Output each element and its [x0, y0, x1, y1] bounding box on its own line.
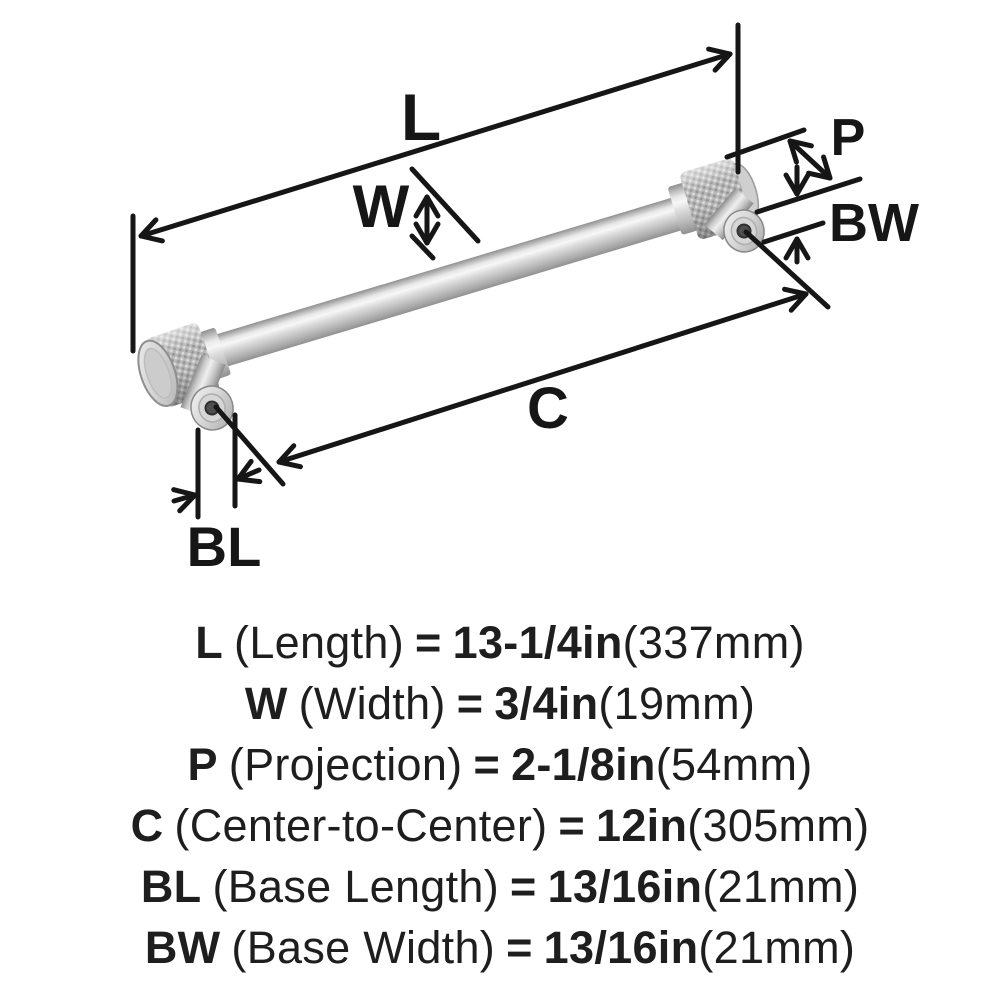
label-center-to-center: C [527, 376, 569, 441]
legend-row-width: W (Width) = 3/4in(19mm) [0, 673, 1000, 734]
legend-metric: (19mm) [598, 677, 756, 729]
legend-equals: = [506, 921, 533, 973]
legend-name: (Projection) [228, 738, 463, 790]
legend-metric: (21mm) [698, 921, 856, 973]
handle-bar [208, 193, 698, 369]
center-extension-right [743, 229, 831, 310]
handle-diagram-svg: L W P C BL BW [130, 22, 919, 578]
legend-value: 12in [596, 799, 688, 851]
dim-center-to-center [213, 229, 831, 487]
dimension-lines [130, 22, 863, 520]
dim-length [130, 22, 741, 354]
legend-metric: (54mm) [655, 738, 813, 790]
legend-metric: (21mm) [702, 860, 860, 912]
center-dimension-arrow [276, 286, 809, 470]
legend-abbr: BL [140, 860, 202, 912]
legend-name: (Center-to-Center) [174, 799, 548, 851]
center-extension-left [213, 404, 286, 487]
legend-value: 13/16in [543, 921, 699, 973]
legend-row-base-width: BW (Base Width) = 13/16in(21mm) [0, 917, 1000, 978]
legend-name: (Width) [298, 677, 446, 729]
dim-base-width [754, 164, 863, 265]
legend-equals: = [510, 860, 537, 912]
legend-name: (Base Width) [231, 921, 496, 973]
width-tick-lower [409, 233, 436, 261]
legend-name: (Base Length) [212, 860, 500, 912]
legend-equals: = [456, 677, 484, 729]
legend-abbr: BW [144, 921, 221, 973]
label-length: L [401, 80, 441, 154]
projection-dimension-arrow [787, 138, 833, 181]
legend-row-center-to-center: C (Center-to-Center) = 12in(305mm) [0, 795, 1000, 856]
legend-value: 3/4in [494, 677, 599, 729]
legend-abbr: P [187, 738, 218, 790]
handle-illustration [137, 158, 765, 431]
legend-abbr: C [130, 799, 164, 851]
legend-equals: = [415, 616, 442, 668]
projection-extension-upper [724, 127, 807, 160]
legend-value: 2-1/8in [511, 738, 656, 790]
base-length-arrow-right [235, 458, 263, 485]
legend-value: 13-1/4in [452, 616, 623, 668]
dim-base-length [171, 412, 263, 520]
base-width-extension-lower [761, 220, 826, 245]
legend: L (Length) = 13-1/4in(337mm) W (Width) =… [0, 612, 1000, 978]
width-tick-upper [409, 166, 481, 244]
dim-projection [724, 127, 833, 181]
label-base-width: BW [829, 193, 919, 253]
legend-equals: = [558, 799, 586, 851]
dimension-labels: L W P C BL BW [187, 80, 919, 578]
legend-name: (Length) [234, 616, 405, 668]
legend-metric: (305mm) [687, 799, 870, 851]
length-dimension-arrow [138, 46, 733, 244]
legend-value: 13/16in [547, 860, 703, 912]
legend-metric: (337mm) [622, 616, 805, 668]
legend-equals: = [473, 738, 501, 790]
base-length-arrow-left [171, 487, 198, 514]
label-width: W [353, 173, 410, 240]
legend-row-length: L (Length) = 13-1/4in(337mm) [0, 612, 1000, 673]
dim-width [409, 166, 481, 261]
label-base-length: BL [187, 515, 262, 578]
legend-abbr: L [195, 616, 224, 668]
legend-row-projection: P (Projection) = 2-1/8in(54mm) [0, 734, 1000, 795]
legend-row-base-length: BL (Base Length) = 13/16in(21mm) [0, 856, 1000, 917]
legend-abbr: W [244, 677, 288, 729]
label-projection: P [831, 109, 866, 167]
